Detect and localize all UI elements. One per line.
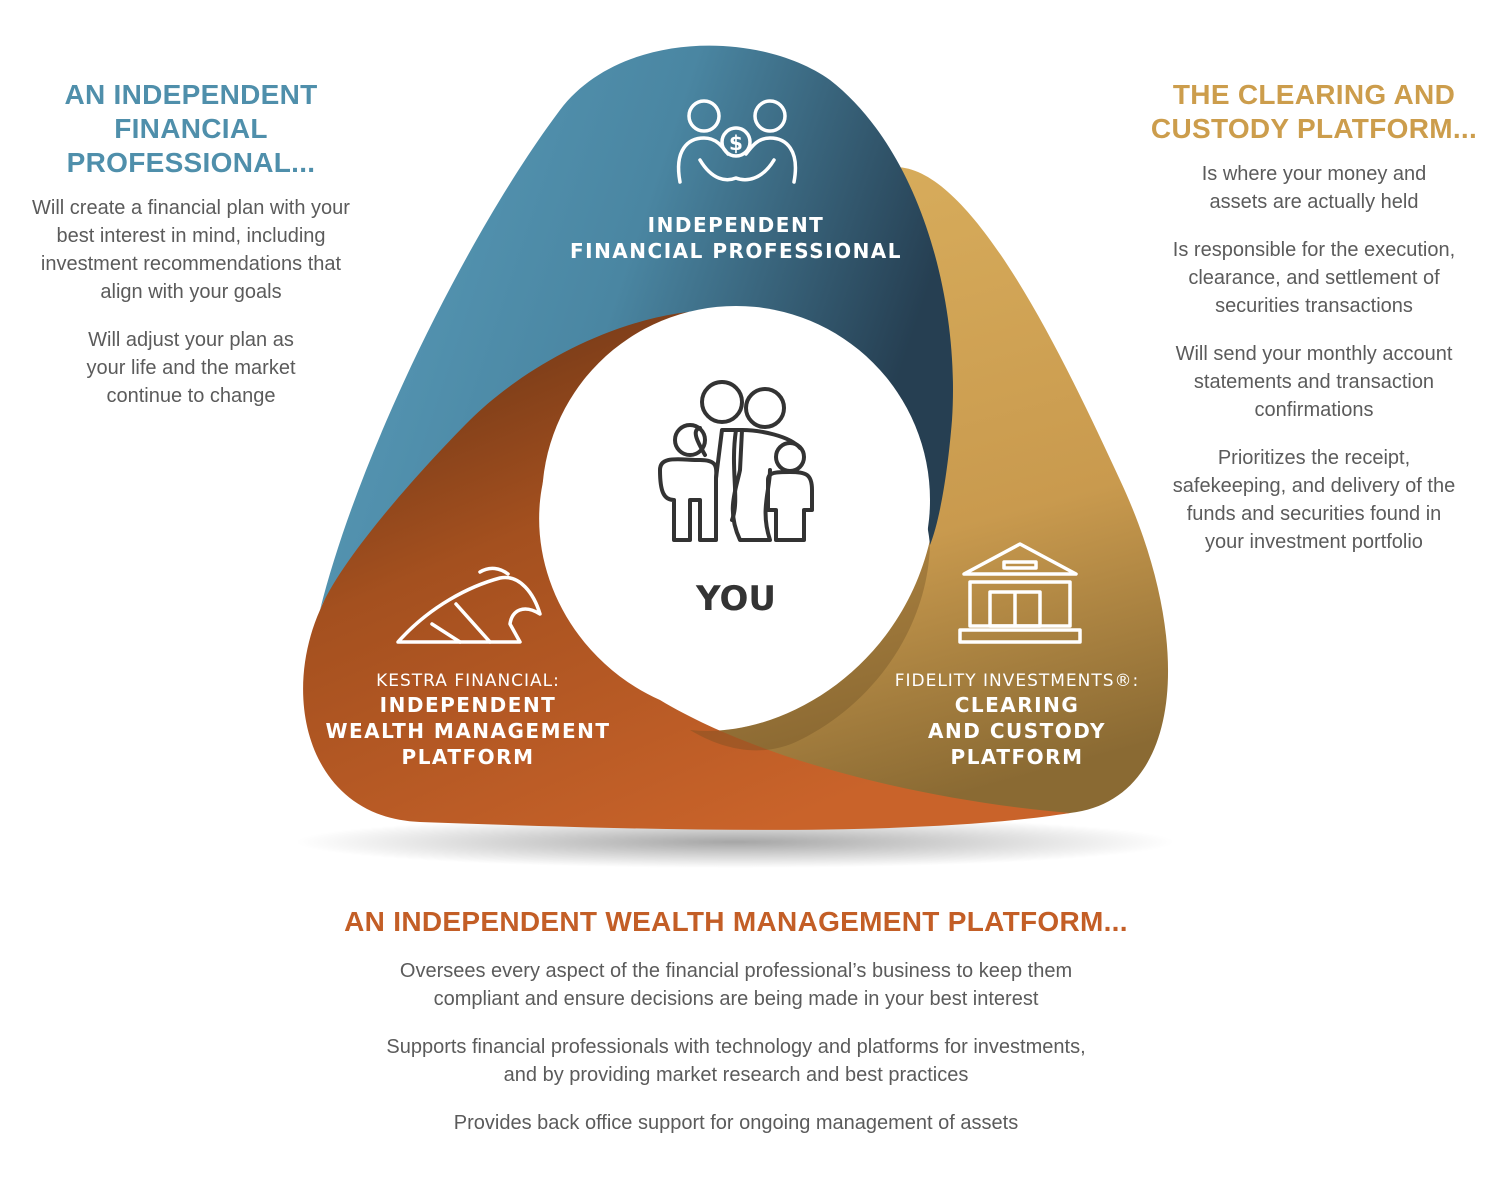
triad-diagram: YOU $ INDEPENDENT FINANCIAL PROFESSIONAL… — [295, 45, 1175, 868]
wealth-management-point: Oversees every aspect of the financial p… — [399, 960, 1073, 1010]
wealth-management-heading: AN INDEPENDENT WEALTH MANAGEMENT PLATFOR… — [344, 906, 1128, 937]
financial-professional-segment — [320, 45, 953, 610]
svg-text:CLEARING: CLEARING — [955, 693, 1080, 717]
bank-building-icon — [958, 542, 1082, 644]
clearing-custody-point: Prioritizes the receipt, safekeeping, an… — [1172, 447, 1456, 553]
wealth-management-panel: AN INDEPENDENT WEALTH MANAGEMENT PLATFOR… — [280, 905, 1192, 1157]
diagram-shadow — [295, 816, 1175, 868]
wealth-management-point: Supports financial professionals with te… — [386, 1036, 1086, 1086]
financial-professional-heading: AN INDEPENDENT FINANCIAL PROFESSIONAL... — [64, 79, 318, 178]
clearing-custody-point: Is responsible for the execution, cleara… — [1172, 239, 1456, 317]
svg-text:KESTRA FINANCIAL:: KESTRA FINANCIAL: — [376, 671, 560, 691]
kestra-bird-logo — [396, 566, 542, 644]
wealth-management-point: Provides back office support for ongoing… — [453, 1112, 1019, 1134]
clearing-custody-heading: THE CLEARING AND CUSTODY PLATFORM... — [1150, 79, 1478, 144]
svg-text:FINANCIAL PROFESSIONAL: FINANCIAL PROFESSIONAL — [570, 239, 902, 263]
clearing-custody-point: Will send your monthly account statement… — [1175, 343, 1453, 421]
you-label: YOU — [695, 579, 776, 619]
financial-professional-label: INDEPENDENT FINANCIAL PROFESSIONAL — [570, 213, 902, 263]
svg-text:WEALTH MANAGEMENT: WEALTH MANAGEMENT — [325, 719, 610, 743]
wealth-management-segment — [303, 300, 1071, 830]
clearing-custody-point: Is where your money and assets are actua… — [1201, 163, 1427, 213]
svg-text:PLATFORM: PLATFORM — [402, 745, 535, 769]
family-icon — [658, 380, 814, 542]
wealth-management-label: KESTRA FINANCIAL: INDEPENDENT WEALTH MAN… — [325, 671, 610, 769]
financial-professional-panel: AN INDEPENDENT FINANCIAL PROFESSIONAL...… — [0, 78, 382, 430]
svg-text:$: $ — [729, 131, 743, 155]
clearing-custody-panel: THE CLEARING AND CUSTODY PLATFORM... Is … — [1130, 78, 1498, 576]
financial-professional-point: Will adjust your plan as your life and t… — [86, 329, 296, 407]
financial-professional-point: Will create a financial plan with your b… — [32, 197, 350, 303]
svg-text:FIDELITY INVESTMENTS®:: FIDELITY INVESTMENTS®: — [895, 671, 1140, 691]
svg-text:AND CUSTODY: AND CUSTODY — [928, 719, 1106, 743]
gold-overlap-shade — [690, 540, 930, 751]
handshake-dollar-icon: $ — [676, 99, 798, 184]
svg-text:INDEPENDENT: INDEPENDENT — [380, 693, 557, 717]
svg-text:INDEPENDENT: INDEPENDENT — [648, 213, 825, 237]
clearing-custody-segment — [690, 167, 1169, 817]
clearing-custody-label: FIDELITY INVESTMENTS®: CLEARING AND CUST… — [895, 671, 1140, 769]
svg-text:PLATFORM: PLATFORM — [951, 745, 1084, 769]
